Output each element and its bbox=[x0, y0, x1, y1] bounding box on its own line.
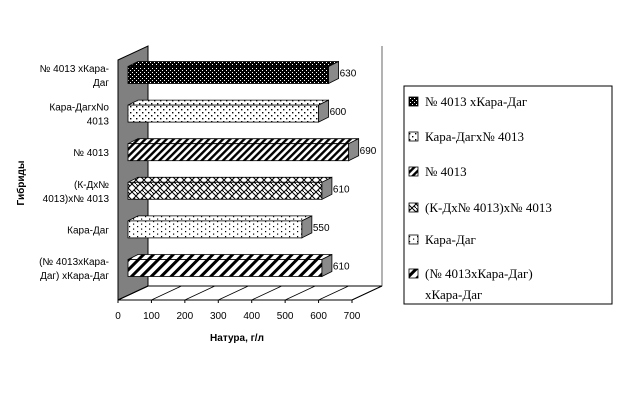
x-tick-label: 200 bbox=[177, 311, 194, 322]
legend-swatch bbox=[408, 234, 419, 245]
category-label-line: № 4013 хКара- bbox=[40, 64, 109, 75]
category-label: (№ 4013хКара- Даг) хКара-Даг bbox=[39, 257, 109, 282]
legend-label-line: (К-Дх№ 4013)х№ 4013 bbox=[425, 200, 552, 215]
x-gridline-floor bbox=[184, 285, 216, 301]
legend-label-line: (№ 4013хКара-Даг) bbox=[425, 266, 533, 281]
legend-label: (К-Дх№ 4013)х№ 4013 bbox=[425, 200, 552, 215]
bar bbox=[127, 104, 319, 123]
category-label-line: (№ 4013хКара- bbox=[39, 257, 109, 268]
x-tick-label: 0 bbox=[115, 311, 121, 322]
x-gridline-floor bbox=[218, 285, 249, 301]
data-label: 630 bbox=[340, 69, 357, 80]
legend-swatch bbox=[408, 131, 419, 142]
bar-end-face bbox=[321, 176, 333, 200]
x-gridline-floor bbox=[351, 285, 383, 301]
x-axis: 0 100 200 300 400 500 600 700 bbox=[115, 285, 383, 322]
legend-label-line: № 4013 bbox=[425, 164, 467, 179]
legend-label: Кара-Даг bbox=[425, 232, 476, 247]
x-tick-label: 300 bbox=[210, 311, 227, 322]
category-label-line: Кара-Даг bbox=[67, 225, 109, 236]
x-tick-label: 400 bbox=[243, 311, 260, 322]
category-label-line: 4013)х№ 4013 bbox=[43, 194, 110, 205]
category-label-line: Даг) хКара-Даг bbox=[40, 271, 109, 282]
category-label-line: Даг bbox=[93, 78, 109, 89]
x-tick-label: 600 bbox=[310, 311, 327, 322]
legend-label-line: Кара-Даг bbox=[425, 232, 476, 247]
category-label-line: (К-Дх№ bbox=[74, 180, 109, 191]
x-gridline-floor bbox=[284, 285, 316, 301]
category-label: Кара-ДагхNo 4013 bbox=[49, 103, 109, 128]
legend-box bbox=[403, 85, 613, 305]
category-label: № 4013 bbox=[73, 148, 109, 159]
bar-end-face bbox=[318, 99, 329, 123]
legend-label: № 4013 хКара-Даг bbox=[425, 94, 527, 109]
bar bbox=[127, 181, 323, 200]
bar-top-face bbox=[127, 254, 333, 260]
category-label: Кара-Даг bbox=[67, 225, 109, 236]
bar-end-face bbox=[301, 215, 313, 239]
legend-label-line: № 4013 хКара-Даг bbox=[425, 94, 527, 109]
x-axis-title: Натура, г/л bbox=[210, 333, 264, 344]
data-label: 550 bbox=[313, 223, 330, 234]
data-label: 690 bbox=[360, 146, 377, 157]
legend-label: № 4013 bbox=[425, 164, 467, 179]
bar bbox=[127, 259, 323, 277]
bar-top-face bbox=[127, 215, 313, 222]
data-label: 600 bbox=[330, 107, 347, 118]
bar-end-face bbox=[321, 253, 333, 278]
bar-end-face bbox=[328, 60, 340, 85]
bar-top-face bbox=[127, 61, 339, 67]
x-tick-label: 100 bbox=[143, 311, 160, 322]
category-label-line: № 4013 bbox=[73, 148, 109, 159]
legend-swatch bbox=[408, 202, 419, 213]
value-labels: 630 600 690 610 550 610 bbox=[313, 69, 377, 273]
bar-top-face bbox=[127, 176, 333, 183]
x-tick-label: 500 bbox=[277, 311, 294, 322]
category-label-line: 4013 bbox=[87, 117, 110, 128]
bar-top-face bbox=[127, 138, 359, 145]
legend-swatch bbox=[408, 166, 419, 177]
bar bbox=[127, 143, 350, 162]
category-label: № 4013 хКара- Даг bbox=[40, 64, 110, 89]
x-gridline-floor bbox=[318, 285, 349, 301]
category-label: (К-Дх№ 4013)х№ 4013 bbox=[43, 180, 110, 205]
legend-label-line: Кара-Дагх№ 4013 bbox=[425, 129, 524, 144]
bar bbox=[127, 66, 330, 84]
x-gridline-floor bbox=[151, 285, 182, 301]
data-label: 610 bbox=[333, 184, 350, 195]
bar-end-face bbox=[348, 138, 360, 162]
x-gridline-floor bbox=[117, 285, 149, 301]
bar-top-face bbox=[127, 99, 329, 106]
legend-swatch bbox=[408, 96, 419, 107]
legend-label-line: хКара-Даг bbox=[425, 287, 482, 302]
y-axis-title: Гибриды bbox=[15, 161, 27, 206]
data-label: 610 bbox=[333, 262, 350, 273]
legend-label: Кара-Дагх№ 4013 bbox=[425, 129, 524, 144]
x-tick-label: 700 bbox=[344, 311, 361, 322]
legend-label: (№ 4013хКара-Даг) хКара-Даг bbox=[425, 266, 533, 302]
legend-swatch bbox=[408, 268, 419, 279]
bars bbox=[127, 60, 360, 278]
x-gridline-floor bbox=[251, 285, 282, 301]
floor bbox=[117, 285, 383, 301]
category-label-line: Кара-ДагхNo bbox=[49, 103, 109, 114]
bar bbox=[127, 220, 303, 239]
